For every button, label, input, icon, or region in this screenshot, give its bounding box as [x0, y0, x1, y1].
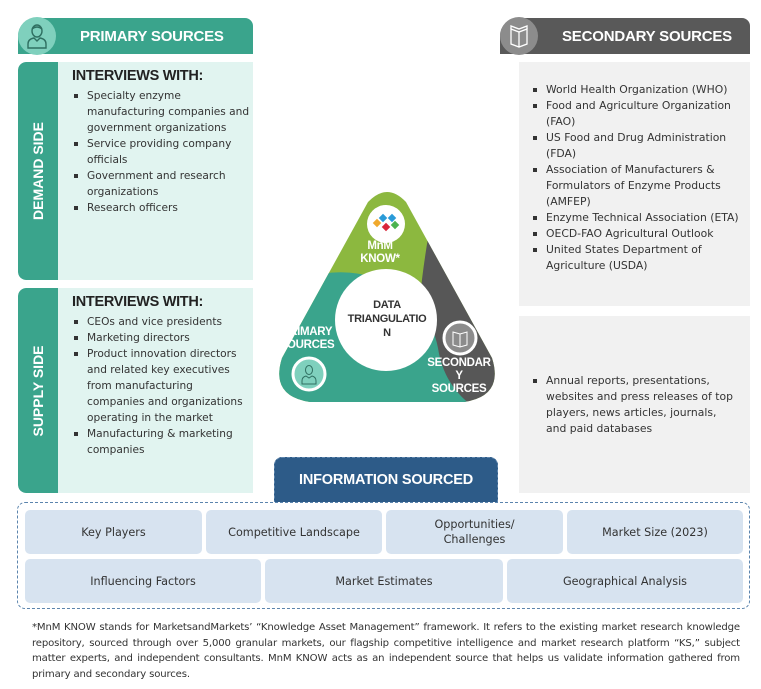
list-item: Specialty enzyme manufacturing companies…	[72, 88, 253, 136]
primary-sources-label: PRIMARY SOURCES	[276, 326, 338, 352]
list-item: US Food and Drug Administration (FDA)	[531, 130, 750, 162]
info-cell-opportunities-challenges: Opportunities/ Challenges	[386, 510, 563, 554]
secondary-sources-label: SECONDAR Y SOURCES	[424, 357, 494, 396]
secondary-organizations-list: World Health Organization (WHO) Food and…	[519, 82, 750, 274]
info-cell-influencing-factors: Influencing Factors	[25, 559, 261, 603]
mnm-know-label: MnM KNOW*	[350, 240, 410, 266]
list-item: CEOs and vice presidents	[72, 314, 253, 330]
list-item: Enzyme Technical Association (ETA)	[531, 210, 750, 226]
list-item: OECD-FAO Agricultural Outlook	[531, 226, 750, 242]
supply-side-rail: SUPPLY SIDE	[18, 288, 58, 493]
primary-sources-line: PRIMARY	[281, 326, 333, 338]
list-item: Annual reports, presentations, websites …	[531, 373, 740, 437]
list-item: World Health Organization (WHO)	[531, 82, 750, 98]
secondary-sources-line: SOURCES	[431, 383, 487, 395]
primary-person-icon	[291, 356, 327, 392]
data-triangulation-line: DATA	[373, 299, 401, 311]
mnm-know-line: MnM	[367, 240, 393, 252]
information-sourced-box	[17, 502, 750, 609]
secondary-sources-title: SECONDARY SOURCES	[562, 27, 732, 45]
mnm-know-line: KNOW*	[360, 253, 400, 265]
person-icon	[18, 17, 56, 55]
data-triangulation-line: N	[383, 327, 391, 339]
demand-interviews-list: Specialty enzyme manufacturing companies…	[72, 88, 253, 216]
secondary-book-icon	[442, 320, 478, 356]
supply-side-panel: SUPPLY SIDE INTERVIEWS WITH: CEOs and vi…	[18, 288, 253, 493]
secondary-other-sources-panel: Annual reports, presentations, websites …	[519, 316, 750, 493]
data-triangulation-line: TRIANGULATIO	[347, 313, 427, 325]
secondary-sources-line: SECONDAR	[427, 357, 491, 369]
list-item: United States Department of Agriculture …	[531, 242, 750, 274]
info-cell-key-players: Key Players	[25, 510, 202, 554]
info-cell-market-estimates: Market Estimates	[265, 559, 503, 603]
list-item: Food and Agriculture Organization (FAO)	[531, 98, 750, 130]
secondary-other-sources-list: Annual reports, presentations, websites …	[519, 373, 750, 437]
list-item: Marketing directors	[72, 330, 253, 346]
list-item: Association of Manufacturers & Formulato…	[531, 162, 750, 210]
demand-side-panel: DEMAND SIDE INTERVIEWS WITH: Specialty e…	[18, 62, 253, 280]
list-item: Product innovation directors and related…	[72, 346, 253, 426]
information-sourced-header: INFORMATION SOURCED	[274, 457, 498, 502]
supply-interviews-heading: INTERVIEWS WITH:	[72, 294, 204, 310]
list-item: Research officers	[72, 200, 253, 216]
primary-sources-line: SOURCES	[279, 339, 335, 351]
primary-sources-title: PRIMARY SOURCES	[80, 27, 224, 45]
info-cell-geographical-analysis: Geographical Analysis	[507, 559, 743, 603]
demand-interviews-heading: INTERVIEWS WITH:	[72, 68, 204, 84]
info-cell-market-size: Market Size (2023)	[567, 510, 743, 554]
data-triangulation-label: DATA TRIANGULATIO N	[337, 298, 437, 340]
list-item: Government and research organizations	[72, 168, 253, 200]
supply-interviews-list: CEOs and vice presidents Marketing direc…	[72, 314, 253, 458]
secondary-organizations-panel: World Health Organization (WHO) Food and…	[519, 62, 750, 306]
info-cell-competitive-landscape: Competitive Landscape	[206, 510, 382, 554]
list-item: Service providing company officials	[72, 136, 253, 168]
supply-side-label: SUPPLY SIDE	[30, 344, 46, 437]
data-triangulation-circle	[335, 269, 437, 371]
book-icon	[500, 17, 538, 55]
primary-sources-header: PRIMARY SOURCES	[18, 17, 253, 55]
list-item: Manufacturing & marketing companies	[72, 426, 253, 458]
data-triangulation-diagram	[279, 192, 495, 402]
secondary-sources-line: Y	[455, 370, 463, 382]
mnm-know-footnote: *MnM KNOW stands for MarketsandMarkets’ …	[32, 622, 740, 680]
demand-side-rail: DEMAND SIDE	[18, 62, 58, 280]
secondary-sources-header: SECONDARY SOURCES	[500, 17, 750, 55]
demand-side-label: DEMAND SIDE	[30, 121, 46, 221]
